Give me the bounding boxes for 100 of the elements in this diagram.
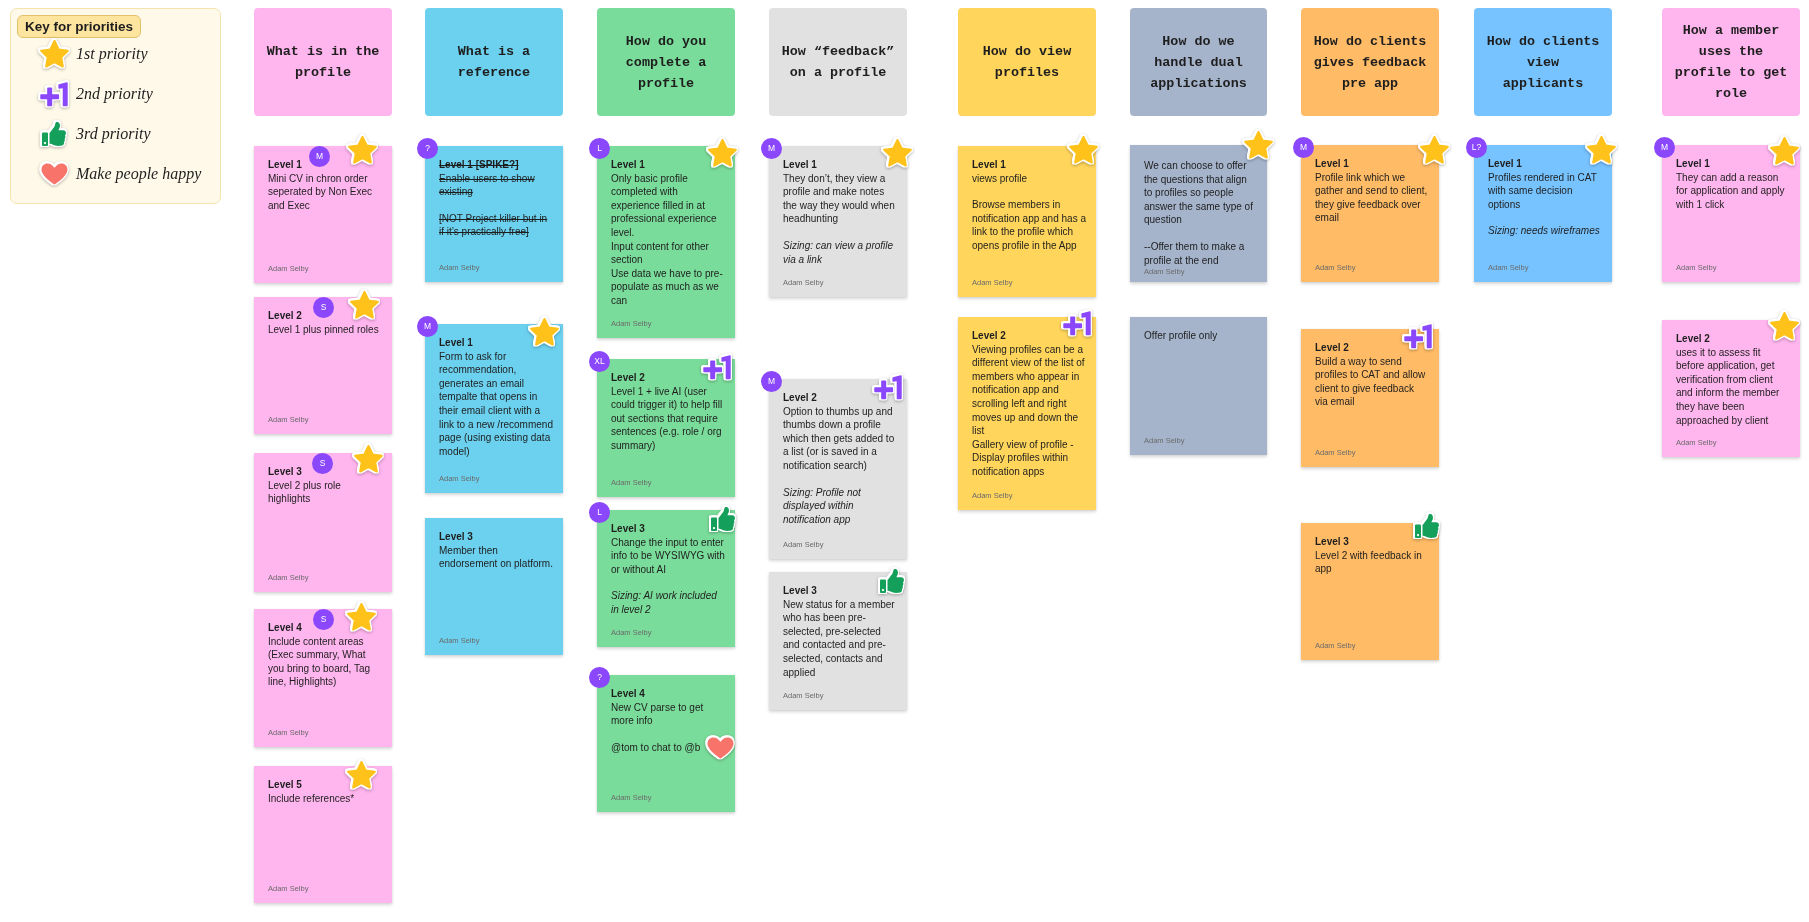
avatar: S [313, 297, 334, 318]
note-text: Offer profile only [1144, 329, 1219, 343]
column-title: What is a reference [456, 43, 532, 82]
avatar: XL [589, 351, 610, 372]
note-text: They can add a reason for application and apply with 1 click [1676, 170, 1786, 212]
note-heading: Level 3 [439, 530, 474, 544]
note-text: Member then endorsement on platform. [439, 543, 553, 571]
column-header-note [254, 8, 392, 116]
avatar: S [313, 609, 334, 630]
column-title: How a member uses the profile to get role [1673, 22, 1789, 103]
note-text: Browse members in notification app and has a link to the profile which opens profile in the App [972, 198, 1086, 253]
column-header-note [597, 8, 735, 116]
note-text: New CV parse to get more info [611, 700, 705, 728]
note-text: Viewing profiles can be a different view of the list of members who appear in notification app and scrolling left and right moves up and down the list [972, 342, 1086, 438]
column-title: How do you complete a profile [624, 32, 708, 93]
note-heading: Level 2 [1676, 332, 1711, 346]
avatar: M [761, 371, 782, 392]
note-heading: Level 1 [1488, 157, 1523, 171]
note-text: Option to thumbs up and thumbs down a profile which then gets added to a list (or is saved in a notification search) [783, 404, 896, 473]
note-heading: Level 1 [439, 336, 474, 350]
column-header-note [425, 8, 563, 116]
avatar: M [309, 146, 330, 167]
legend-label: Make people happy [76, 165, 202, 183]
avatar: M [1293, 137, 1314, 158]
note-text: We can choose to offer the questions that align to profiles so people answer the same type of question [1144, 159, 1254, 227]
column-title: How do clients gives feedback pre app [1312, 32, 1428, 93]
column-title: How do we handle dual applications [1149, 32, 1248, 93]
note-text: Include content areas (Exec summary, What you bring to board, Tag line, Highlights) [268, 634, 372, 689]
avatar: S [312, 453, 333, 474]
column-header-note [958, 8, 1096, 116]
column-header-note [1130, 8, 1267, 116]
avatar: L? [1466, 137, 1487, 158]
note-text: Gallery view of profile - Display profiles within notification apps [972, 437, 1075, 479]
note-heading: Level 2 [783, 391, 818, 405]
key-title: Key for priorities [17, 15, 142, 38]
note-text: Level 2 plus role highlights [268, 478, 342, 506]
column-title: How do view profiles [981, 43, 1073, 82]
note-text: --Offer them to make a profile at the end [1144, 239, 1246, 268]
note-heading: Level 4 [268, 621, 303, 635]
column-header-note [1301, 8, 1439, 116]
avatar: ? [417, 138, 438, 159]
note-text: uses it to assess fit before application, get verification from client and inform the member they have been approached by client [1676, 345, 1781, 428]
sizing-note: Sizing: Profile not displayed within notification app [783, 485, 862, 527]
note-text: @tom to chat to @b [611, 740, 702, 755]
note-text: Mini CV in chron order seperated by Non Exec and Exec [268, 171, 373, 213]
avatar: ? [589, 667, 610, 688]
note-text: Include references* [268, 791, 356, 806]
note-heading: Level 3 [611, 522, 646, 536]
note-heading: Level 1 [1676, 157, 1711, 171]
avatar: M [761, 138, 782, 159]
note-text: Profile link which we gather and send to client, they give feedback over email [1315, 170, 1429, 225]
note-heading: Level 4 [611, 687, 646, 701]
note-text: Enable users to show existing [439, 171, 536, 199]
column-title: How do clients view applicants [1485, 32, 1601, 93]
note-text: Level 1 plus pinned roles [268, 322, 380, 337]
note-text: New status for a member who has been pre-selected, pre-selected and contacted and pre-selected, contacts and applied [783, 597, 896, 680]
legend-label: 1st priority [76, 45, 148, 63]
note-heading: Level 1 [611, 158, 646, 172]
note-text: They don’t, they view a profile and make notes the way they would when headhunting [783, 171, 896, 226]
sticky-note [1130, 317, 1267, 455]
legend-label: 3rd priority [76, 125, 151, 143]
avatar: L [589, 502, 610, 523]
note-text: Input content for other section [611, 239, 710, 267]
note-heading: Level 1 [268, 158, 303, 172]
note-heading: Level 3 [1315, 535, 1350, 549]
note-text: [NOT Project killer but in if it’s practically free] [439, 211, 549, 239]
note-heading: Level 2 [268, 309, 303, 323]
note-heading: Level 2 [1315, 341, 1350, 355]
note-text: Form to ask for recommendation, generates an email tempalte that opens in their email client with a link to a new /recommend page (using existing data model) [439, 349, 553, 459]
column-title: What is in the profile [265, 43, 381, 82]
avatar: M [417, 316, 438, 337]
column-header-note [769, 8, 907, 116]
note-text: views profile [972, 171, 1029, 186]
note-text: Build a way to send profiles to CAT and allow client to give feedback via email [1315, 354, 1427, 409]
note-text: Profiles rendered in CAT with same decision options [1488, 170, 1598, 212]
column-title: How “feedback” on a profile [780, 43, 896, 82]
sticky-note [425, 518, 563, 655]
column-header-note [1662, 8, 1800, 116]
note-text: Change the input to enter info to be WYSIWYG with or without AI [611, 535, 725, 577]
note-heading: Level 1 [SPIKE?] [439, 158, 520, 172]
note-heading: Level 3 [268, 465, 303, 479]
note-text: Level 2 with feedback in app [1315, 548, 1423, 576]
sizing-note: Sizing: needs wireframes [1488, 224, 1601, 238]
avatar: L [589, 138, 610, 159]
note-heading: Level 1 [972, 158, 1007, 172]
note-heading: Level 2 [972, 329, 1007, 343]
column-header-note [1474, 8, 1612, 116]
note-heading: Level 5 [268, 778, 303, 792]
note-heading: Level 1 [1315, 157, 1350, 171]
note-text: Use data we have to pre-populate as much as we can [611, 266, 724, 308]
note-heading: Level 2 [611, 371, 646, 385]
note-heading: Level 3 [783, 584, 818, 598]
note-text: Level 1 + live AI (user could trigger it) to help fill out sections that require sentences (e.g. role / org summary) [611, 384, 724, 453]
sticky-note [769, 572, 907, 710]
sizing-note: Sizing: can view a profile via a link [783, 238, 895, 267]
note-text: Only basic profile completed with experience filled in at professional experience level. [611, 171, 718, 240]
note-heading: Level 1 [783, 158, 818, 172]
avatar: M [1654, 137, 1675, 158]
legend-label: 2nd priority [76, 85, 153, 103]
sizing-note: Sizing: AI work included in level 2 [611, 589, 718, 617]
